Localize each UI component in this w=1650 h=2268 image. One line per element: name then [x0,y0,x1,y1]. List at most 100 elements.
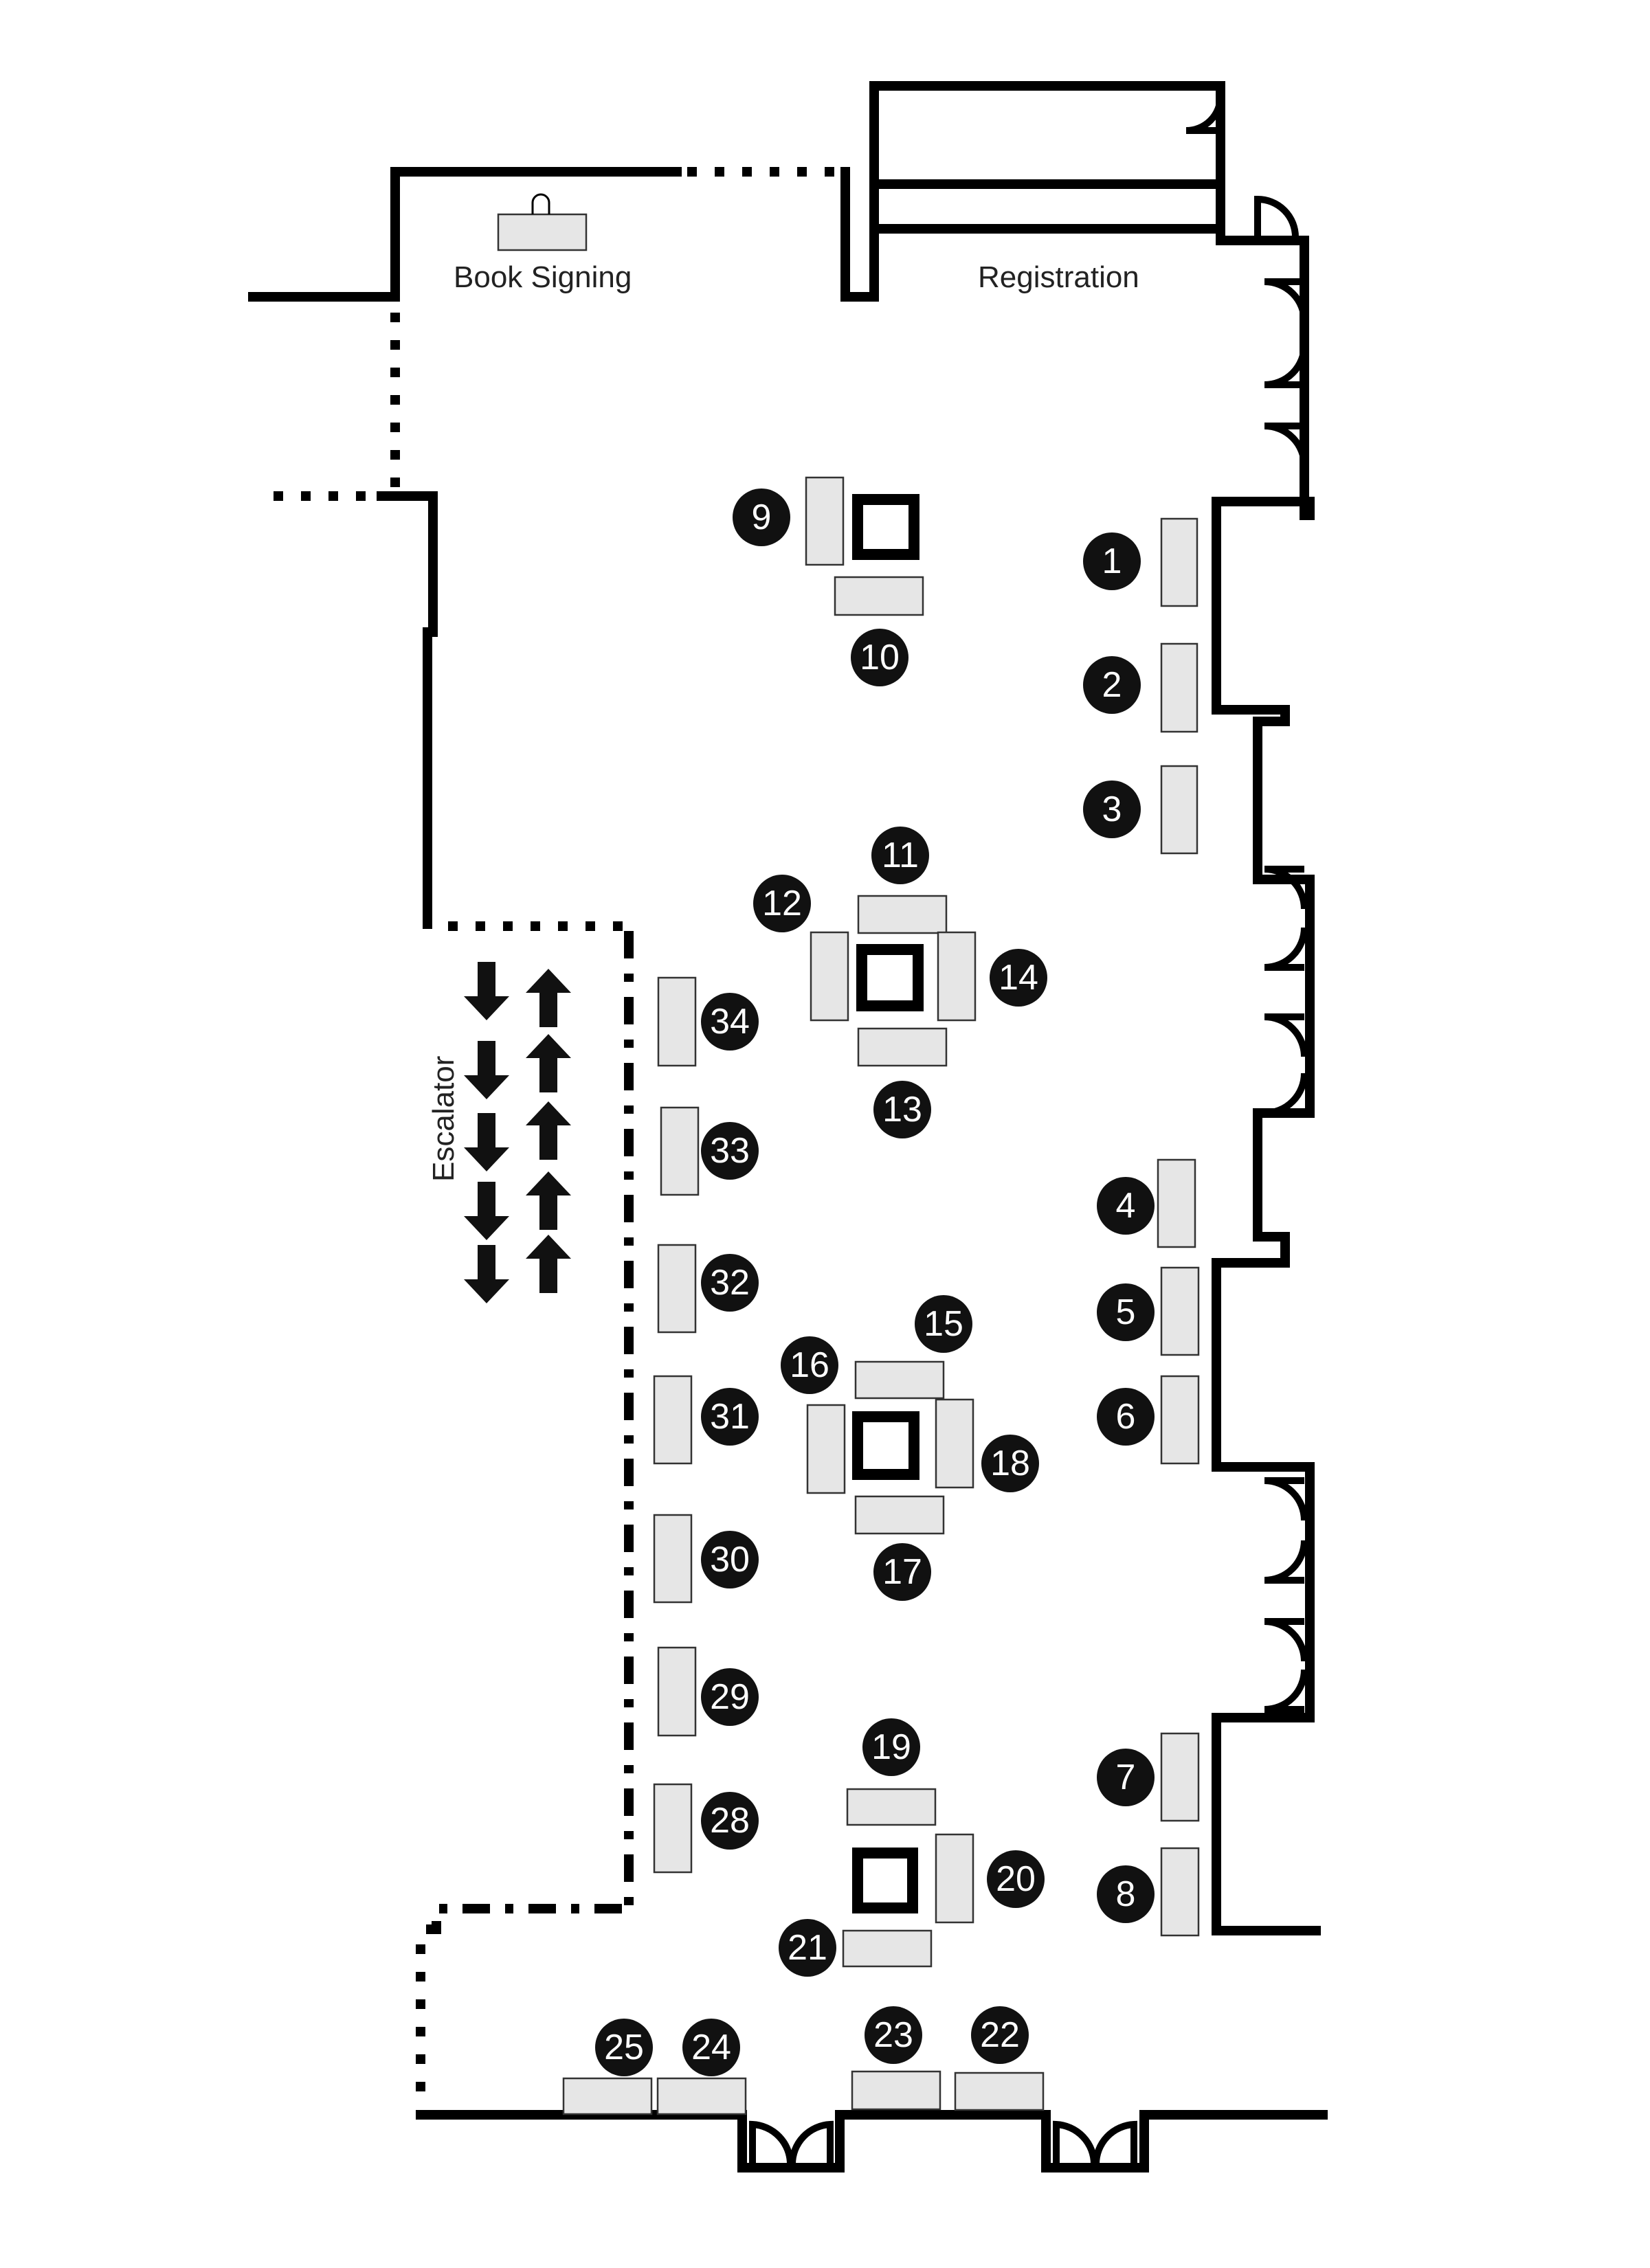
book-signing-table [497,213,588,251]
door-right-2a [1264,866,1308,910]
pillar-3 [852,1411,919,1480]
booth-table-9[interactable] [805,476,845,566]
booth-table-15[interactable] [854,1360,945,1400]
booth-table-34[interactable] [657,976,697,1067]
booth-badge-24[interactable]: 24 [682,2019,740,2076]
arrow-down-icon [464,962,509,1020]
booth-badge-18[interactable]: 18 [981,1435,1039,1492]
svg-text:18: 18 [990,1444,1030,1483]
booth-badge-5[interactable]: 5 [1097,1283,1155,1341]
booth-badge-7[interactable]: 7 [1097,1749,1155,1806]
booth-badge-33[interactable]: 33 [701,1122,759,1180]
booth-badge-23[interactable]: 23 [865,2006,922,2064]
booth-table-2[interactable] [1160,642,1199,733]
booth-table-13[interactable] [857,1027,948,1067]
booth-table-17[interactable] [854,1495,945,1535]
svg-text:12: 12 [762,884,802,923]
escalator-label: Escalator [427,1056,460,1182]
booth-table-29[interactable] [657,1646,697,1737]
booth-table-22[interactable] [954,2071,1045,2111]
booth-badge-13[interactable]: 13 [873,1081,931,1138]
svg-text:14: 14 [999,958,1038,998]
arrow-up-icon [526,1101,571,1160]
booth-table-31[interactable] [653,1375,693,1465]
booth-table-11[interactable] [857,895,948,934]
svg-text:32: 32 [710,1263,750,1303]
svg-text:21: 21 [788,1928,827,1968]
booth-table-1[interactable] [1160,517,1199,607]
booth-badge-17[interactable]: 17 [873,1543,931,1601]
booth-table-3[interactable] [1160,765,1199,855]
door-right-2b [1264,927,1308,971]
svg-text:1: 1 [1102,541,1122,581]
booth-badge-15[interactable]: 15 [915,1295,972,1353]
booth-badge-12[interactable]: 12 [753,875,811,932]
booth-badge-29[interactable]: 29 [701,1668,759,1726]
booth-table-25[interactable] [562,2077,653,2115]
booth-table-7[interactable] [1160,1732,1200,1822]
booth-badge-1[interactable]: 1 [1083,532,1141,590]
svg-text:5: 5 [1116,1292,1136,1332]
booth-table-14[interactable] [937,931,977,1022]
booth-table-33[interactable] [660,1106,700,1196]
booth-table-16[interactable] [806,1404,846,1494]
arrow-up-icon [526,969,571,1027]
booth-badge-3[interactable]: 3 [1083,781,1141,838]
booth-badge-8[interactable]: 8 [1097,1865,1155,1923]
booth-table-23[interactable] [851,2070,941,2111]
booth-badge-19[interactable]: 19 [862,1718,920,1776]
booth-badge-32[interactable]: 32 [701,1254,759,1312]
booth-badge-22[interactable]: 22 [971,2006,1029,2064]
booth-table-4[interactable] [1157,1158,1196,1248]
booth-badge-11[interactable]: 11 [871,827,929,884]
booth-table-24[interactable] [656,2077,747,2115]
svg-text:13: 13 [882,1090,922,1130]
booth-table-5[interactable] [1160,1266,1200,1356]
svg-text:17: 17 [882,1552,922,1592]
booth-badge-4[interactable]: 4 [1097,1177,1155,1235]
svg-text:4: 4 [1116,1186,1136,1226]
booth-table-6[interactable] [1160,1375,1200,1465]
booth-badge-14[interactable]: 14 [990,949,1047,1007]
door-right-1b [1264,344,1308,388]
svg-text:23: 23 [873,2015,913,2055]
svg-text:29: 29 [710,1677,750,1717]
wall-left [377,491,438,929]
svg-text:3: 3 [1102,789,1122,829]
booth-badge-25[interactable]: 25 [595,2019,653,2076]
walls [248,81,1328,2172]
svg-text:31: 31 [710,1397,750,1437]
svg-text:20: 20 [996,1859,1036,1899]
booth-badge-21[interactable]: 21 [779,1919,836,1977]
booth-badge-16[interactable]: 16 [781,1336,838,1394]
booth-badge-6[interactable]: 6 [1097,1388,1155,1446]
booth-badge-30[interactable]: 30 [701,1531,759,1588]
booth-table-21[interactable] [842,1929,933,1968]
booth-table-20[interactable] [935,1833,974,1924]
booth-table-30[interactable] [653,1514,693,1604]
booth-badge-34[interactable]: 34 [701,993,759,1051]
wall-bottom [416,2110,1328,2172]
booth-badge-20[interactable]: 20 [987,1850,1045,1908]
booth-table-32[interactable] [657,1244,697,1334]
booth-badge-9[interactable]: 9 [733,489,790,546]
booth-badge-31[interactable]: 31 [701,1388,759,1446]
booth-table-18[interactable] [935,1398,974,1489]
booth-badge-10[interactable]: 10 [851,629,908,686]
svg-text:33: 33 [710,1131,750,1171]
booth-table-10[interactable] [834,576,924,616]
svg-text:16: 16 [790,1345,829,1385]
arrow-up-icon [526,1034,571,1092]
booth-table-8[interactable] [1160,1847,1200,1937]
svg-text:30: 30 [710,1540,750,1580]
pillar-4 [852,1848,918,1913]
booth-table-12[interactable] [810,931,849,1022]
booth-table-28[interactable] [653,1783,693,1874]
door-bottom-1a [749,2120,794,2165]
booth-badge-28[interactable]: 28 [701,1792,759,1850]
book-signing-label: Book Signing [454,260,632,294]
booth-badge-2[interactable]: 2 [1083,656,1141,714]
booth-table-19[interactable] [846,1788,937,1826]
svg-text:34: 34 [710,1002,750,1042]
svg-text:24: 24 [691,2028,731,2067]
